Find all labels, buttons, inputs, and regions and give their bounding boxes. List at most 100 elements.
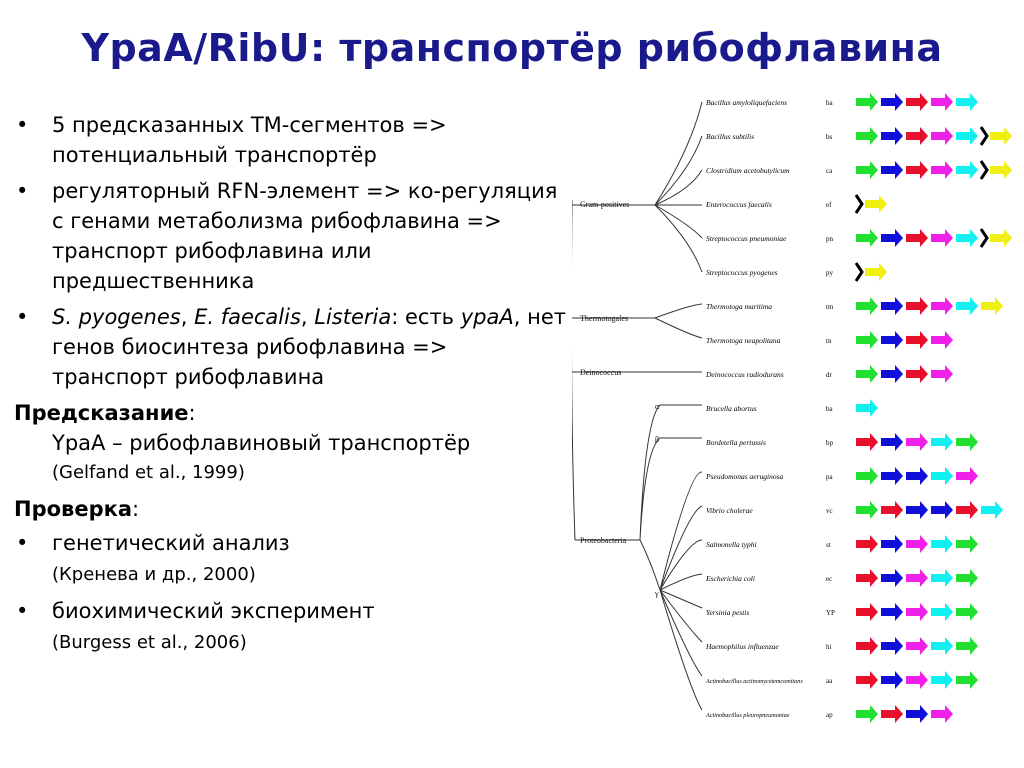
- species-name: Thermotoga maritima: [706, 302, 772, 311]
- species-name: Haemophilus influenzae: [705, 642, 779, 651]
- bullet-tm-segments: 5 предсказанных ТМ-сегментов => потенциа…: [14, 110, 569, 170]
- species-row: Yersinia pestis YP: [706, 603, 978, 621]
- species-row: Bacillus amyloliquefaciens ba: [706, 93, 978, 111]
- gene-arrow-icon: [881, 433, 903, 451]
- species-name: Actinobacillus actinomycetemcomitans: [705, 678, 803, 685]
- species-code: ef: [826, 201, 832, 209]
- check-item-biochem: биохимический эксперимент(Burgess et al.…: [14, 596, 569, 658]
- prediction-text: YpaA – рибофлавиновый транспортёр: [52, 431, 471, 455]
- gene-arrow-icon: [906, 365, 928, 383]
- gene-arrow-icon: [931, 705, 953, 723]
- species-name: Vibrio cholerae: [706, 506, 753, 515]
- species-faecalis: E. faecalis: [194, 305, 301, 329]
- gene-arrow-icon: [906, 535, 928, 553]
- check-ref-biochem: (Burgess et al., 2006): [52, 632, 247, 653]
- species-code: YP: [826, 609, 835, 617]
- gene-arrow-icon: [981, 297, 1003, 315]
- species-code: bp: [826, 439, 834, 447]
- gene-arrow-icon: [856, 365, 878, 383]
- gene-arrow-icon: [865, 195, 887, 213]
- group-labels: Gram-positives Thermotogales Deinococcus…: [580, 200, 660, 598]
- species-name: Enterococcus faecalis: [705, 200, 772, 209]
- gene-arrow-icon: [906, 467, 928, 485]
- gene-arrow-icon: [956, 535, 978, 553]
- prediction-ref: (Gelfand et al., 1999): [52, 462, 245, 483]
- species-code: tn: [826, 337, 832, 345]
- gene-arrow-icon: [856, 569, 878, 587]
- species-code: ap: [826, 711, 833, 719]
- gene-arrow-icon: [931, 501, 953, 519]
- species-name: Bacillus amyloliquefaciens: [706, 98, 787, 107]
- gene-arrow-icon: [931, 433, 953, 451]
- gene-arrow-icon: [906, 671, 928, 689]
- gene-arrow-icon: [931, 467, 953, 485]
- species-name: Streptococcus pyogenes: [706, 268, 778, 277]
- gene-arrow-icon: [881, 467, 903, 485]
- gene-arrow-icon: [906, 93, 928, 111]
- gene-arrow-icon: [881, 365, 903, 383]
- species-code: dr: [826, 371, 833, 379]
- gene-arrow-icon: [906, 331, 928, 349]
- gene-arrow-icon: [881, 603, 903, 621]
- prediction-colon: :: [188, 401, 196, 425]
- gene-arrow-icon: [856, 93, 878, 111]
- gene-arrow-icon: [956, 161, 978, 179]
- gene-arrow-icon: [856, 671, 878, 689]
- gene-arrow-icon: [931, 637, 953, 655]
- gene-arrow-icon: [990, 127, 1012, 145]
- gene-arrow-icon: [990, 229, 1012, 247]
- gene-arrow-icon: [881, 229, 903, 247]
- species-name: Yersinia pestis: [706, 608, 749, 617]
- gene-arrow-icon: [906, 705, 928, 723]
- gene-arrow-icon: [856, 467, 878, 485]
- slide-title: YpaA/RibU: транспортёр рибофлавина: [81, 26, 943, 70]
- phylogenetic-tree-diagram: Gram-positives Thermotogales Deinococcus…: [572, 93, 1012, 723]
- species-name: Streptococcus pneumoniae: [706, 234, 787, 243]
- gene-ypaa: ypaA: [460, 305, 514, 329]
- species-name: Bacillus subtilis: [706, 132, 754, 141]
- gene-arrow-icon: [881, 161, 903, 179]
- gene-arrow-icon: [856, 535, 878, 553]
- gene-arrow-icon: [931, 161, 953, 179]
- species-row: Enterococcus faecalis ef: [705, 194, 887, 214]
- gene-arrow-icon: [881, 93, 903, 111]
- species-name: Clostridium acetobutylicum: [706, 166, 790, 175]
- gene-arrow-icon: [856, 399, 878, 417]
- species-code: ca: [826, 167, 833, 175]
- check-item-genetic: генетический анализ(Кренева и др., 2000): [14, 528, 569, 590]
- gene-arrow-icon: [856, 297, 878, 315]
- gene-arrow-icon: [956, 297, 978, 315]
- gene-arrow-icon: [931, 127, 953, 145]
- species-code: pa: [826, 473, 834, 481]
- gene-arrow-icon: [956, 501, 978, 519]
- species-code: bs: [826, 133, 833, 141]
- gene-arrow-icon: [931, 331, 953, 349]
- check-heading: Проверка:: [14, 497, 140, 521]
- gene-arrow-icon: [856, 603, 878, 621]
- prediction-heading: Предсказание:: [14, 401, 196, 425]
- operon-break-icon: [979, 126, 989, 146]
- gene-arrow-icon: [865, 263, 887, 281]
- operon-break-icon: [854, 194, 864, 214]
- gene-arrow-icon: [856, 161, 878, 179]
- gene-arrow-icon: [956, 603, 978, 621]
- bullet-rfn-element: регуляторный RFN-элемент => ко-регуляция…: [14, 176, 569, 296]
- species-code: st: [826, 541, 831, 549]
- gene-arrow-icon: [906, 433, 928, 451]
- species-code: ba: [826, 99, 834, 107]
- species-rest-2: , нет генов биосинтеза рибофлавина => тр…: [52, 305, 566, 389]
- gene-arrow-icon: [931, 365, 953, 383]
- check-ref-genetic: (Кренева и др., 2000): [52, 564, 256, 585]
- gene-arrow-icon: [956, 569, 978, 587]
- gene-arrow-icon: [956, 229, 978, 247]
- sep-1: ,: [180, 305, 195, 329]
- gene-arrow-icon: [856, 229, 878, 247]
